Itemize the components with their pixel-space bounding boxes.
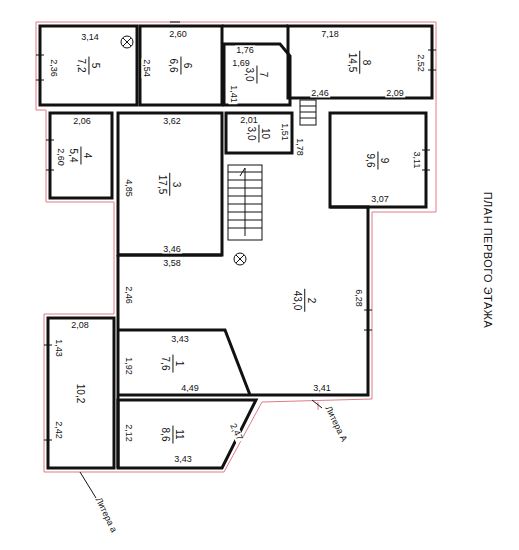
dimension: 3,43	[173, 455, 193, 464]
building-letter: Литера а	[93, 495, 118, 534]
room-label: 10,2	[75, 381, 88, 404]
dimension: 2,12	[124, 423, 133, 443]
dimension: 2,54	[142, 58, 151, 78]
dimension: 1,43	[54, 338, 63, 358]
dimension: 4,49	[180, 384, 200, 393]
room-number: 6	[181, 57, 195, 75]
dimension: 1,92	[124, 356, 133, 376]
dimension: 3,58	[162, 259, 182, 268]
room-label: 73,0	[244, 66, 271, 84]
room-label: 317,5	[157, 172, 184, 195]
room-number: 5	[88, 57, 102, 75]
dimension: 7,18	[320, 30, 340, 39]
room-number: 4	[81, 147, 95, 165]
plan-title: ПЛАН ПЕРВОГО ЭТАЖА	[482, 192, 494, 329]
room-area: 10,2	[75, 381, 88, 404]
dimension: 2,06	[72, 117, 92, 126]
dimension: 4,85	[124, 178, 133, 198]
dimension: 2,60	[168, 30, 188, 39]
leader-lines	[80, 400, 322, 498]
room-area: 7,2	[75, 57, 88, 75]
room: 243,0	[250, 255, 360, 345]
dimension: 2,47	[228, 421, 245, 442]
dimension: 6,28	[354, 288, 363, 308]
dimension: 3,11	[412, 151, 421, 170]
dimension: 2,08	[70, 321, 90, 330]
room-label: 45,4	[68, 147, 95, 165]
dimension: 3,14	[80, 33, 100, 42]
dimension: 2,09	[385, 89, 405, 98]
dimension: 1,76	[235, 46, 255, 55]
dimension: 2,46	[310, 89, 330, 98]
dimension: 3,07	[370, 195, 390, 204]
room-area: 17,5	[157, 172, 170, 195]
plot-outline	[36, 22, 436, 472]
room-label: 99,6	[365, 151, 392, 169]
room-label: 103,0	[246, 124, 273, 142]
building-letter: Литера А	[323, 404, 349, 444]
room-area: 5,4	[68, 147, 81, 165]
dimension: 2,42	[54, 420, 63, 440]
dimension: 3,46	[162, 245, 182, 254]
dimension: 1,51	[280, 122, 289, 142]
dimension: 1,41	[229, 84, 238, 104]
windows	[36, 22, 436, 440]
room-area: 14,5	[347, 50, 360, 73]
room-label: 66,6	[168, 57, 195, 75]
room-label: 118,6	[160, 425, 187, 443]
dimension: 2,36	[49, 58, 58, 78]
room-area: 3,0	[246, 124, 259, 142]
dimension: 1,78	[295, 137, 304, 157]
dimension: 1,69	[231, 59, 251, 68]
room-number: 10	[259, 124, 273, 142]
room: 317,5	[118, 113, 222, 255]
room-number: 2	[305, 288, 319, 311]
room-number: 8	[360, 50, 374, 73]
room-number: 1	[173, 354, 187, 372]
stairs	[228, 100, 316, 240]
room-number: 3	[170, 172, 184, 195]
dimension: 2,52	[416, 53, 425, 73]
room-area: 3,0	[244, 66, 257, 84]
room: 814,5	[288, 26, 432, 98]
dimension: 3,62	[162, 117, 182, 126]
room-area: 8,6	[160, 425, 173, 443]
dimension: 2,60	[56, 147, 65, 167]
room-number: 7	[257, 66, 271, 84]
room-number: 11	[173, 425, 187, 443]
walls	[40, 26, 432, 468]
dimension: 3,43	[170, 335, 190, 344]
room-number: 9	[378, 151, 392, 169]
room-area: 9,6	[365, 151, 378, 169]
room-label: 57,2	[75, 57, 102, 75]
dimension: 3,41	[312, 384, 332, 393]
dimension: 2,46	[124, 285, 133, 305]
room-area: 6,6	[168, 57, 181, 75]
room-label: 814,5	[347, 50, 374, 73]
vent-symbol	[121, 36, 246, 265]
room-area: 7,6	[160, 354, 173, 372]
room-label: 17,6	[160, 354, 187, 372]
room-area: 43,0	[292, 288, 305, 311]
room-label: 243,0	[292, 288, 319, 311]
dimension: 2,01	[239, 116, 259, 125]
